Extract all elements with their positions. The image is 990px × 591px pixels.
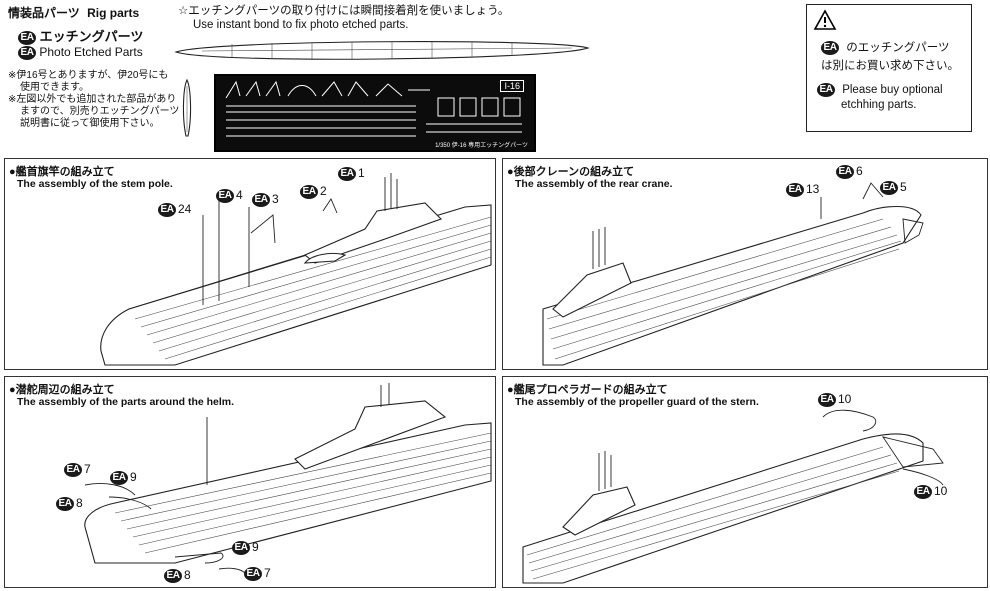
- note-1-line-b: 使用できます。: [20, 82, 89, 93]
- ea-badge: EA: [821, 40, 839, 55]
- note-2-line-a: ※左図以外でも追加された部品があり: [8, 94, 177, 105]
- panel-title-jp: ●潜舵周辺の組み立て: [9, 384, 115, 396]
- warning-en-2: etchhing parts.: [841, 99, 917, 111]
- submarine-stern-drawing: [542, 182, 924, 366]
- warning-triangle-icon: [813, 9, 837, 30]
- deck-plate-sketch: [174, 41, 590, 60]
- note-1-line-a: ※伊16号とありますが、伊20号にも: [8, 70, 169, 81]
- warning-jp-1: EA のエッチングパーツ: [821, 39, 949, 55]
- fret-small-text: 1/350 伊-16 専用エッチングパーツ: [435, 143, 528, 149]
- fret-parts-drawing: [225, 80, 522, 137]
- warning-jp-2: は別にお買い求め下さい。: [821, 60, 959, 72]
- warning-box: EA のエッチングパーツ は別にお買い求め下さい。 EA Please buy …: [806, 4, 972, 132]
- submarine-bow-drawing: [100, 173, 492, 366]
- note-2-line-b: ますので、別売りエッチングパーツ: [20, 106, 180, 117]
- etching-parts-label-en: EA Photo Etched Parts: [18, 45, 143, 60]
- panel-title-jp: ●艦尾プロペラガードの組み立て: [507, 384, 668, 396]
- parts-heading-jp: 情装品パーツ: [8, 6, 80, 20]
- ea-badge: EA: [18, 30, 36, 45]
- small-sub-sketch: [182, 78, 192, 137]
- parts-heading: 情装品パーツ Rig parts: [8, 4, 139, 21]
- submarine-helm-drawing: [84, 383, 492, 574]
- panel-title-en: The assembly of the stem pole.: [17, 178, 173, 190]
- parts-heading-en: Rig parts: [87, 6, 140, 20]
- panel-rear-crane: ●後部クレーンの組み立て The assembly of the rear cr…: [502, 158, 988, 370]
- photo-etched-fret: I-16 1/350 伊-16 専用エッチングパーツ: [214, 74, 536, 152]
- fret-label: I-16: [500, 80, 524, 92]
- ea-badge: EA: [18, 45, 36, 60]
- panel-title-en: The assembly of the rear crane.: [515, 178, 673, 190]
- instruction-en: Use instant bond to fix photo etched par…: [193, 19, 409, 31]
- warning-en-1: EA Please buy optional: [817, 83, 943, 97]
- panel-propeller-guard: ●艦尾プロペラガードの組み立て The assembly of the prop…: [502, 376, 988, 588]
- panel-stem-pole: ●艦首旗竿の組み立て The assembly of the stem pole…: [4, 158, 496, 370]
- panel-title-jp: ●後部クレーンの組み立て: [507, 166, 635, 178]
- note-2-line-c: 説明書に従って御使用下さい。: [20, 118, 160, 129]
- ea-badge: EA: [817, 83, 835, 97]
- etching-jp-text: エッチングパーツ: [39, 29, 144, 44]
- panel-title-en: The assembly of the propeller guard of t…: [515, 396, 759, 408]
- note-1: ※伊16号とありますが、伊20号にも 使用できます。 ※左図以外でも追加された部…: [8, 70, 179, 130]
- submarine-propeller-drawing: [522, 409, 944, 584]
- etching-en-text: Photo Etched Parts: [39, 45, 143, 59]
- panel-title-jp: ●艦首旗竿の組み立て: [9, 166, 115, 178]
- etching-parts-label-jp: EA エッチングパーツ: [18, 26, 143, 45]
- instruction-jp: ☆エッチングパーツの取り付けには瞬間接着剤を使いましょう。: [178, 5, 510, 17]
- panel-helm: ●潜舵周辺の組み立て The assembly of the parts aro…: [4, 376, 496, 588]
- panel-title-en: The assembly of the parts around the hel…: [17, 396, 235, 408]
